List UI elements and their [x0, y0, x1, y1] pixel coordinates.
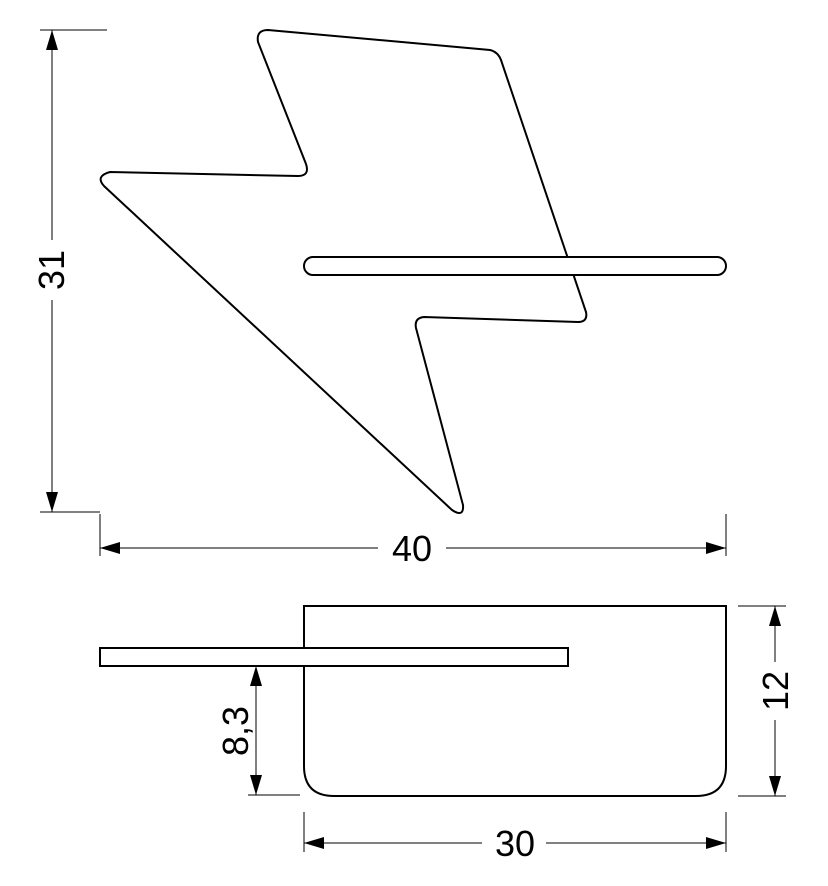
dimension-8-3: 8,3	[215, 666, 300, 796]
dimension-40: 40	[99, 514, 727, 569]
dimension-label-40: 40	[392, 528, 432, 569]
shelf-side	[99, 647, 569, 667]
dimension-label-30: 30	[495, 823, 535, 864]
side-body-outline	[303, 605, 727, 797]
dimension-12: 12	[738, 605, 796, 797]
lightning-bolt-outline	[99, 28, 588, 515]
dimension-label-12: 12	[755, 671, 796, 711]
dimension-label-8-3: 8,3	[215, 706, 256, 756]
shelf-front	[303, 256, 727, 276]
dimension-label-31: 31	[31, 250, 72, 290]
dimension-30: 30	[303, 812, 727, 864]
dimension-31: 31	[31, 29, 107, 513]
